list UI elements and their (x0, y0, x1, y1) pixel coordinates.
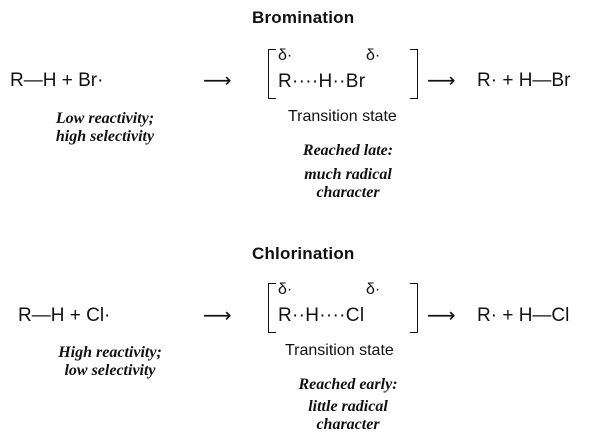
partial-radical-left: δ· (278, 281, 293, 298)
partial-radical-right: δ· (366, 47, 381, 64)
chlorination-reactant-note: High reactivity; low selectivity (55, 344, 165, 380)
bromination-transition-state: δ· δ· R····H··Br (268, 47, 418, 103)
left-bracket (268, 49, 276, 99)
chlorination-arrow-1: ⟶ (203, 303, 232, 327)
chlorination-arrow-2: ⟶ (427, 303, 456, 327)
right-bracket (410, 49, 418, 99)
transition-state-formula: R····H··Br (278, 71, 366, 92)
bromination-ts-note-line-1: Reached late: (302, 142, 394, 159)
bromination-arrow-2: ⟶ (427, 68, 456, 92)
bromination-ts-note-line-2: much radical (304, 166, 392, 183)
bromination-reactant-note-line-1: Low reactivity; (55, 110, 155, 127)
chlorination-ts-note: Reached early: little radical character (283, 376, 413, 434)
chlorination-products: R· + H—Cl (477, 305, 570, 326)
left-bracket (268, 283, 276, 333)
partial-radical-left: δ· (278, 47, 293, 64)
bromination-products: R· + H—Br (477, 70, 571, 91)
bromination-reactant-note: Low reactivity; high selectivity (50, 110, 160, 146)
partial-radical-right: δ· (366, 281, 381, 298)
bromination-ts-label: Transition state (288, 108, 397, 125)
bromination-title: Bromination (252, 8, 355, 27)
chlorination-transition-state: δ· δ· R··H····Cl (268, 281, 418, 337)
right-bracket (410, 283, 418, 333)
chlorination-reactant-note-line-2: low selectivity (64, 362, 156, 379)
chlorination-reactants: R—H + Cl· (18, 305, 111, 326)
bromination-ts-note-line-3: character (316, 184, 380, 201)
bromination-arrow-1: ⟶ (203, 68, 232, 92)
chlorination-ts-label: Transition state (285, 342, 394, 359)
bromination-ts-note: Reached late: much radical character (283, 142, 413, 202)
chlorination-title: Chlorination (252, 244, 355, 263)
chlorination-reactant-note-line-1: High reactivity; (58, 344, 162, 361)
bromination-reactants: R—H + Br· (10, 70, 104, 91)
chlorination-ts-note-line-2: little radical (308, 398, 388, 415)
chlorination-ts-note-line-3: character (316, 416, 380, 433)
transition-state-formula: R··H····Cl (278, 305, 365, 326)
chlorination-ts-note-line-1: Reached early: (298, 376, 398, 393)
bromination-reactant-note-line-2: high selectivity (55, 128, 155, 145)
